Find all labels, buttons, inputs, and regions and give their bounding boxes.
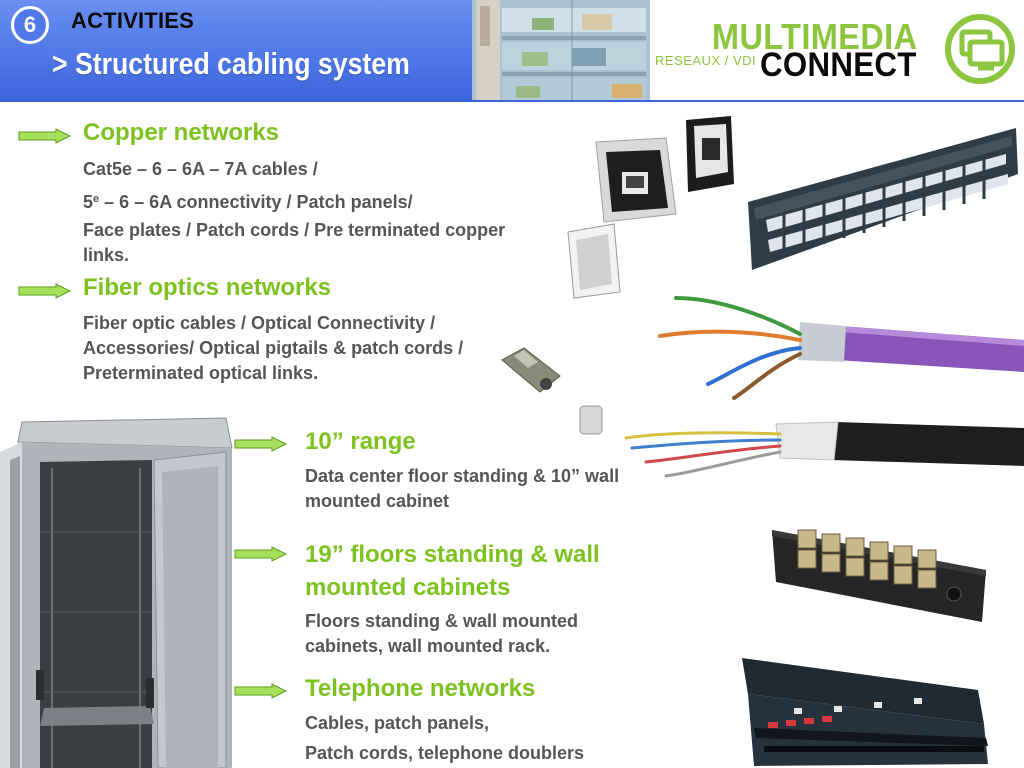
- optical-patch-panel-image: [772, 529, 986, 622]
- range-10-body: Data center floor standing & 10” wall mo…: [305, 466, 620, 511]
- copper-networks-line-3: Face plates / Patch cords / Pre terminat…: [83, 220, 506, 265]
- copper-cable-image: [658, 296, 1024, 400]
- telephone-patch-panel-image: [742, 658, 988, 766]
- telephone-networks-line-1: Cables, patch panels,: [305, 713, 490, 733]
- bullet-arrow-icon: [234, 436, 288, 452]
- bullet-arrow-icon: [234, 546, 288, 562]
- office-building-photo: [472, 0, 650, 100]
- header-band: [0, 0, 472, 100]
- range-19-heading: 19” floors standing & wall mounted cabin…: [305, 541, 600, 601]
- telephone-networks-heading: Telephone networks: [305, 675, 536, 702]
- bullet-arrow-icon: [18, 283, 72, 299]
- telephone-networks-line-2: Patch cords, telephone doublers: [305, 743, 585, 763]
- bullet-arrow-icon: [234, 683, 288, 699]
- copper-networks-heading: Copper networks: [83, 119, 280, 146]
- patch-panel-image: [748, 128, 1018, 270]
- rj45-keystone-jack-image: [567, 116, 734, 299]
- logo-multimedia: MULTIMEDIA: [712, 16, 918, 57]
- section-number-badge: 6: [11, 6, 49, 44]
- fiber-optics-heading: Fiber optics networks: [83, 274, 332, 301]
- fiber-optics-body: Fiber optic cables / Optical Connectivit…: [83, 313, 464, 383]
- copper-networks-line-1: Cat5e – 6 – 6A – 7A cables /: [83, 159, 318, 179]
- range-10-heading: 10” range: [305, 428, 416, 455]
- header-divider: [0, 100, 1024, 102]
- fiber-connector-image: [501, 347, 561, 393]
- server-cabinet-image: [0, 417, 233, 768]
- fiber-cable-image: [579, 405, 1024, 478]
- copper-networks-line-2: 5e – 6 – 6A connectivity / Patch panels/: [83, 192, 413, 212]
- logo-connect: CONNECT: [760, 46, 917, 84]
- computer-network-icon: [944, 12, 1016, 86]
- bullet-arrow-icon: [18, 128, 72, 144]
- page-title: > Structured cabling system: [52, 46, 410, 81]
- header-kicker: ACTIVITIES: [71, 8, 195, 33]
- logo-reseaux-vdi: RESEAUX / VDI: [655, 53, 757, 68]
- range-19-body: Floors standing & wall mounted cabinets,…: [305, 611, 579, 656]
